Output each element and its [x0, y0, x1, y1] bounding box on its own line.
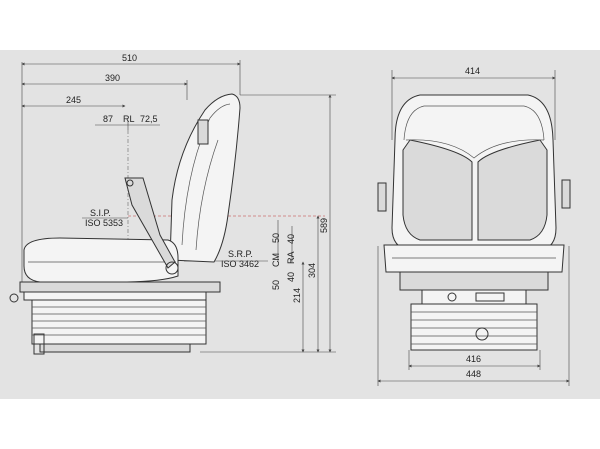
- dim-label-cm: CM: [271, 253, 281, 267]
- dim-label-87: 87: [103, 114, 113, 124]
- dim-label-ra: RA: [286, 251, 296, 264]
- dim-label-414: 414: [465, 66, 480, 76]
- suspension-bellows: [31, 299, 207, 345]
- seat-base-plate: [23, 291, 207, 301]
- front-backrest-seam: [405, 139, 545, 159]
- front-view: 414: [377, 66, 571, 386]
- front-armrest-right: [561, 179, 571, 209]
- sip-standard: ISO 5353: [85, 218, 123, 228]
- backrest-lumbar-knob: [197, 119, 209, 145]
- dim-label-589: 589: [319, 218, 329, 233]
- dim-label-510: 510: [122, 53, 137, 63]
- front-suspension-bellows: [410, 303, 538, 351]
- suspension-base: [39, 343, 191, 353]
- front-seat-cushion: [383, 244, 565, 273]
- height-lever: [33, 333, 45, 355]
- dim-label-rl: RL: [123, 114, 135, 124]
- armrest: [124, 177, 176, 269]
- front-height-knob: [475, 327, 489, 341]
- srp-standard: ISO 3462: [221, 259, 259, 269]
- dim-label-416: 416: [466, 354, 481, 364]
- dim-label-ra-left: 40: [286, 272, 296, 282]
- seat-cushion: [23, 237, 179, 283]
- dim-label-cm-50: 50: [271, 233, 281, 243]
- dim-label-245: 245: [66, 95, 81, 105]
- dim-label-448: 448: [466, 369, 481, 379]
- front-slide-rails: [399, 271, 549, 291]
- seat-slide-rail: [19, 281, 221, 293]
- front-backrest-top-seam: [403, 105, 545, 141]
- dim-label-390: 390: [105, 73, 120, 83]
- front-control-panel: [421, 289, 527, 305]
- sip-label: S.I.P.: [90, 208, 111, 218]
- front-weight-knob: [475, 292, 505, 302]
- front-armrest-left: [377, 182, 387, 212]
- weight-adjust-knob: [9, 293, 19, 303]
- backrest-seam-inner: [195, 139, 219, 251]
- dim-label-cm-50b: 50: [271, 280, 281, 290]
- dim-label-ra-40: 40: [286, 234, 296, 244]
- front-backrest-panel-right: [477, 139, 548, 241]
- armrest-knob: [126, 179, 134, 187]
- side-view: 510 390 245 87 RL 72,5 S.I.P. ISO 5353 S…: [9, 53, 336, 355]
- dim-label-72-5: 72,5: [140, 114, 158, 124]
- dim-label-214: 214: [292, 288, 302, 303]
- dim-label-304: 304: [307, 263, 317, 278]
- front-backrest-panel-left: [402, 139, 473, 241]
- srp-label: S.R.P.: [228, 249, 253, 259]
- backrest: [169, 93, 241, 263]
- front-weight-indicator: [447, 292, 457, 302]
- armrest-pivot: [165, 261, 179, 275]
